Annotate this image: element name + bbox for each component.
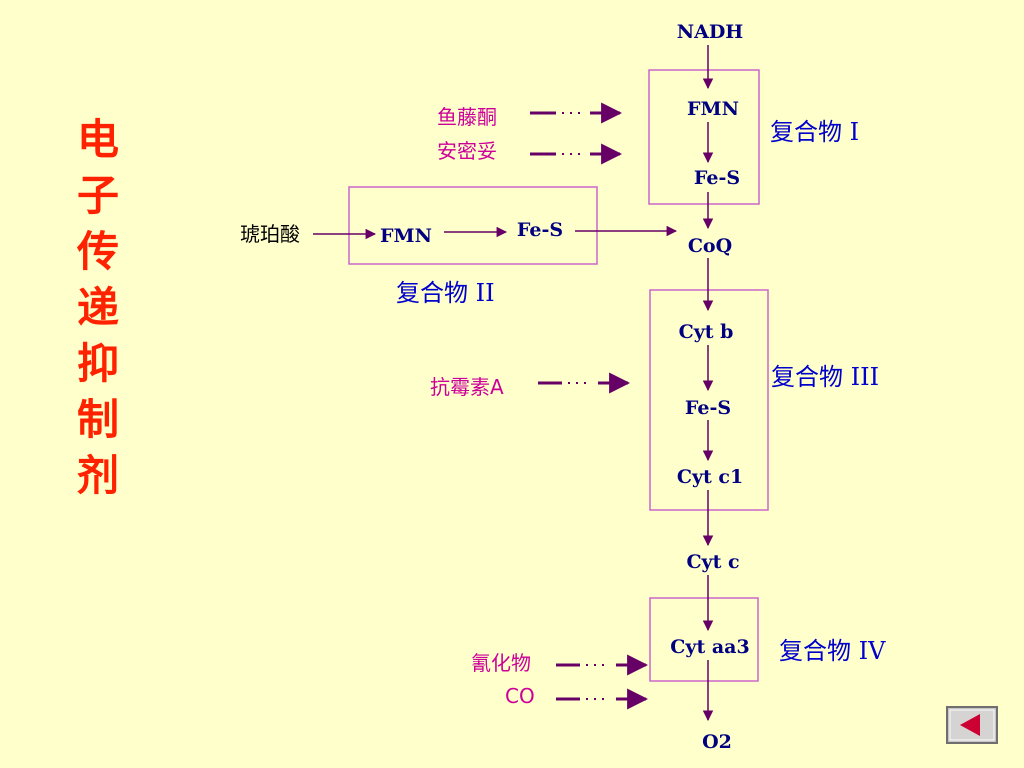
- complex-3-label: 复合物 III: [771, 363, 879, 391]
- node-o2: O2: [702, 731, 732, 753]
- node-cyt-b: Cyt b: [679, 321, 734, 343]
- title-char: 剂: [76, 451, 119, 500]
- title-char: 传: [76, 227, 119, 276]
- node-coq: CoQ: [688, 235, 732, 257]
- complex-3-box: [649, 289, 769, 511]
- node-fes-3: Fe-S: [685, 397, 731, 419]
- node-nadh: NADH: [677, 21, 744, 43]
- node-cyt-c: Cyt c: [686, 551, 739, 573]
- node-cyt-c1: Cyt c1: [677, 466, 743, 488]
- node-fmn-1: FMN: [687, 98, 739, 120]
- title-char: 递: [76, 283, 119, 332]
- complex-2-label: 复合物 II: [396, 279, 495, 307]
- title-char: 抑: [76, 339, 119, 388]
- title-char: 子: [76, 171, 119, 220]
- inhibitor-co: CO: [505, 684, 535, 708]
- node-fes-2: Fe-S: [517, 219, 563, 241]
- back-button[interactable]: [946, 706, 998, 744]
- substrate-succinate: 琥珀酸: [240, 222, 300, 246]
- inhibitor-cyanide: 氰化物: [471, 651, 531, 675]
- node-cyt-aa3: Cyt aa3: [670, 636, 749, 658]
- inhibitor-antimycin: 抗霉素A: [430, 375, 504, 399]
- vertical-title: 电 子 传 递 抑 制 剂: [70, 112, 126, 504]
- complex-4-label: 复合物 IV: [779, 637, 886, 665]
- complex-1-box: [648, 69, 760, 205]
- complex-4-box: [649, 597, 759, 682]
- node-fmn-2: FMN: [380, 225, 432, 247]
- inhibitor-amytal: 安密妥: [437, 139, 497, 163]
- complex-1-label: 复合物 I: [770, 118, 859, 146]
- inhibitor-rotenone: 鱼藤酮: [437, 105, 497, 129]
- complex-2-box: [348, 186, 598, 265]
- node-fes-1: Fe-S: [694, 167, 740, 189]
- title-char: 制: [76, 395, 119, 444]
- title-char: 电: [76, 115, 119, 164]
- left-arrow-icon: [949, 709, 995, 741]
